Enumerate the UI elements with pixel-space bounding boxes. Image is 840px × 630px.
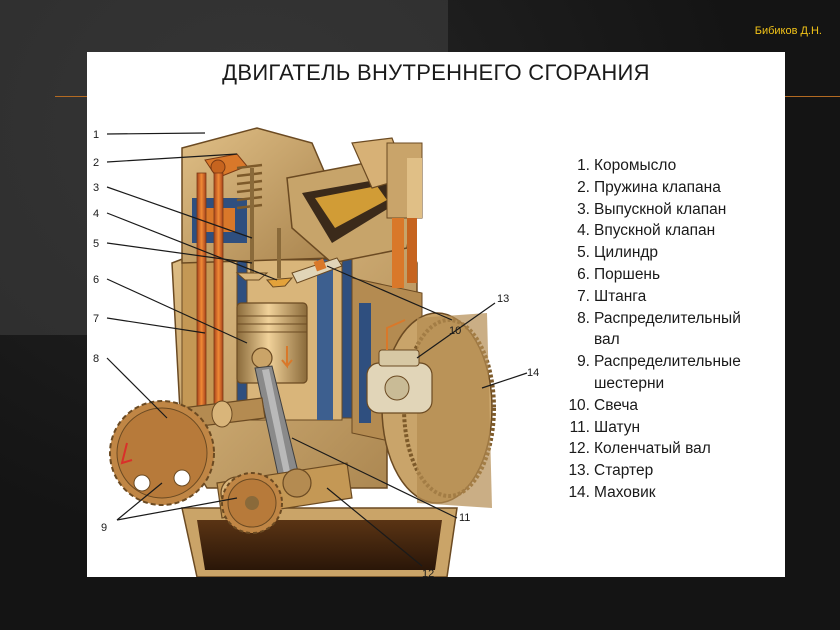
valves	[235, 168, 294, 288]
callout-12: 12	[422, 568, 434, 577]
legend-number: 6.	[577, 265, 590, 283]
callout-13: 13	[497, 293, 509, 305]
legend-text: Маховик	[594, 483, 656, 501]
spark-plug	[291, 257, 343, 284]
legend-number: 13.	[568, 462, 590, 480]
legend-number: 3.	[577, 200, 590, 218]
author-label: Бибиков Д.Н.	[754, 25, 822, 37]
callout-11: 11	[459, 512, 470, 524]
legend-number: 12.	[568, 440, 590, 458]
callout-9: 9	[101, 522, 107, 534]
legend-number: 7.	[577, 287, 590, 305]
legend-number: 2.	[577, 178, 590, 196]
piston	[236, 302, 308, 384]
legend-text: Цилиндр	[594, 244, 659, 262]
legend-text: Стартер	[594, 462, 654, 480]
legend-text: Коромысло	[594, 157, 677, 174]
legend-text: Штанга	[594, 287, 647, 305]
legend-text: Свеча	[594, 396, 639, 414]
starter-motor	[366, 319, 433, 414]
legend-number: 10.	[568, 396, 590, 414]
callout-2: 2	[93, 157, 99, 169]
legend-item: 1.Коромысло	[559, 155, 781, 177]
callout-4: 4	[93, 208, 99, 220]
legend-text: Поршень	[594, 265, 661, 283]
legend-item: 2.Пружина клапана	[559, 177, 781, 199]
legend-number: 14.	[568, 483, 590, 501]
legend-text: Впускной клапан	[594, 222, 716, 240]
legend-number: 11.	[569, 418, 590, 436]
legend-number: 5.	[577, 244, 590, 262]
callout-14: 14	[527, 367, 539, 379]
valve-spring	[236, 163, 263, 210]
callout-3: 3	[93, 182, 99, 194]
legend-item-continuation: шестерни	[559, 373, 781, 395]
accent-line-right	[785, 96, 840, 97]
legend-item: 8.Распределительный	[559, 308, 781, 330]
legend-text: вал	[594, 331, 620, 349]
legend-number: 9.	[577, 353, 590, 371]
timing-gears	[109, 400, 283, 534]
callout-10: 10	[449, 325, 461, 337]
intake-manifold	[351, 137, 423, 288]
slide-title: ДВИГАТЕЛЬ ВНУТРЕННЕГО СГОРАНИЯ	[222, 60, 650, 85]
legend-item: 5.Цилиндр	[559, 242, 781, 264]
legend-item: 6.Поршень	[559, 264, 781, 286]
legend-item: 12.Коленчатый вал	[559, 438, 781, 460]
legend-text: Распределительный	[594, 309, 741, 327]
callout-lines	[106, 132, 528, 567]
legend-item: 4.Впускной клапан	[559, 220, 781, 242]
accent-line-left	[55, 96, 87, 97]
legend-text: Пружина клапана	[594, 178, 721, 196]
engine-diagram: 1 2 3 4 5 6 7 8 9 10 11 12 13 14	[93, 127, 539, 577]
legend-text: Коленчатый вал	[594, 440, 711, 458]
callout-6: 6	[93, 274, 99, 286]
legend-text: Шатун	[594, 418, 641, 436]
legend-number: 4.	[577, 222, 590, 240]
callout-numbers: 1 2 3 4 5 6 7 8 9 10 11 12 13 14	[93, 129, 539, 577]
callout-8: 8	[93, 353, 99, 365]
legend-number: 8.	[577, 309, 590, 327]
callout-1: 1	[93, 129, 99, 141]
legend-item: 7.Штанга	[559, 286, 781, 308]
legend-text: Распределительные	[594, 353, 741, 371]
legend-item: 11.Шатун	[559, 417, 781, 439]
legend-text: Выпускной клапан	[594, 200, 727, 218]
callout-7: 7	[93, 313, 99, 325]
legend-number: 1.	[577, 157, 590, 174]
legend-item-continuation: вал	[559, 329, 781, 351]
slide-content: ДВИГАТЕЛЬ ВНУТРЕННЕГО СГОРАНИЯ	[87, 52, 785, 577]
legend-item: 14.Маховик	[559, 482, 781, 504]
rocker-arm	[204, 153, 248, 179]
callout-5: 5	[93, 238, 99, 250]
legend-item: 13.Стартер	[559, 460, 781, 482]
legend-text: шестерни	[594, 374, 665, 392]
legend-item: 9.Распределительные	[559, 351, 781, 373]
legend-item: 10.Свеча	[559, 395, 781, 417]
legend-item: 3.Выпускной клапан	[559, 199, 781, 221]
